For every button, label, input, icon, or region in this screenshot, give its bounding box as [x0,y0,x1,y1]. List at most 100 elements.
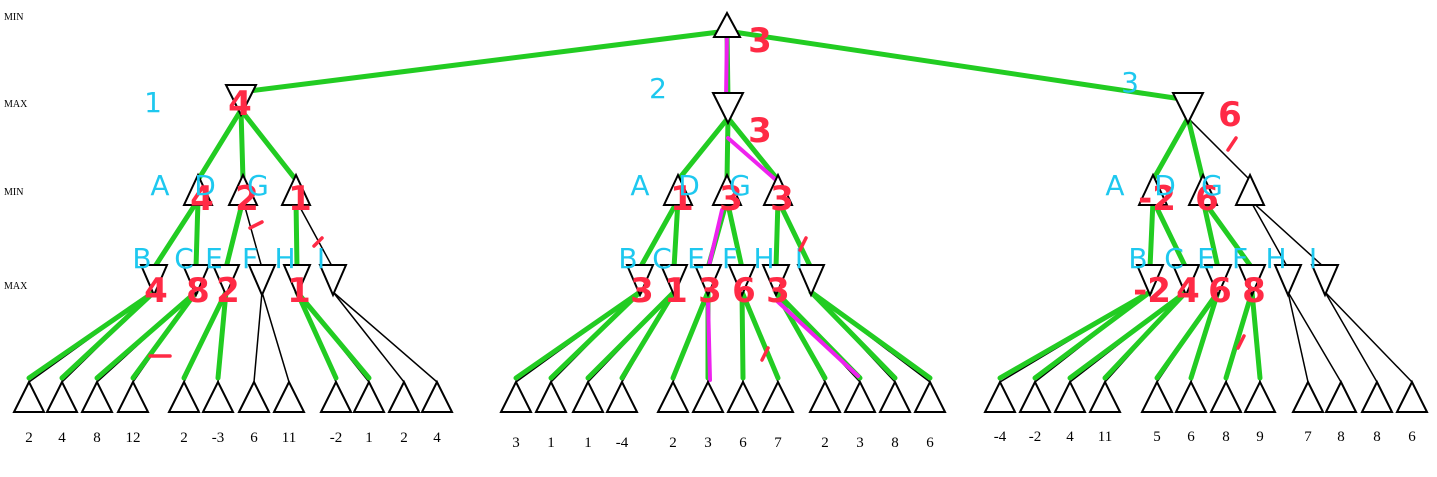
max-node-letter: I [1309,242,1317,275]
edge-visited [1185,115,1206,183]
min-node-letter: G [1201,169,1223,202]
max-node-value: 3 [766,271,790,311]
min-node-letter: G [247,169,269,202]
max-node-letter: E [1197,242,1215,275]
max-node [282,264,312,298]
leaf-node [726,379,760,413]
max-node [1203,264,1233,298]
min-node-letter: A [150,169,169,202]
edge-visited [513,289,643,381]
min-node [1234,172,1266,206]
leaf-node [272,379,306,413]
leaf-value: 3 [856,435,864,451]
edge-max-to-leaf [1287,291,1342,383]
min-node-value: 4 [190,179,214,219]
leaf-value: 6 [250,430,258,446]
edge-visited [294,289,339,381]
leaf-value: 3 [704,435,712,451]
max-node-letter: H [1265,242,1286,275]
edge-visited [619,289,677,381]
leaf-node [843,379,877,413]
leaf-value: 9 [1256,429,1264,445]
edge-visited [808,289,933,381]
max-node [224,84,258,118]
prune-mark [248,220,264,230]
edge-visited [1188,289,1221,381]
edge-min-to-max [1249,199,1326,269]
min-node-value: -2 [1138,179,1176,219]
leaf-value: 8 [891,435,899,451]
level-label-max-2: MAX [4,281,28,292]
leaf-value: 1 [365,430,373,446]
prune-mark [760,346,770,362]
max-node [761,264,791,298]
edge-visited [637,197,681,271]
subtree-number: 1 [144,86,162,119]
prune-mark [312,236,324,248]
min-node-value: 1 [670,179,694,219]
max-node-value: 4 [228,84,252,124]
edge-visited [1102,289,1189,381]
edge-max-to-leaf [332,291,405,383]
leaf-node [1174,379,1208,413]
min-node-letter: D [678,169,700,202]
leaf-node [237,379,271,413]
edge-visited [739,289,746,381]
leaf-value: 12 [126,430,141,446]
edge-visited [94,289,199,381]
max-node-letter: E [687,242,705,275]
max-node [181,264,211,298]
max-node-letter: C [1164,242,1184,275]
min-node-value: 2 [235,179,259,219]
level-label-max-1: MAX [4,99,28,110]
leaf-value: 8 [1337,429,1345,445]
leaf-node [691,379,725,413]
leaf-value: -3 [212,430,225,446]
edge-visited [59,289,157,381]
leaf-value: 4 [58,430,66,446]
edge-visited [238,28,730,95]
max-node-value: 4 [1176,271,1200,311]
max-node-value: 1 [287,271,311,311]
edge-max-to-min [1187,117,1251,181]
leaf-node [1018,379,1052,413]
min-node-letter: A [630,169,649,202]
min-node-value: 6 [1195,179,1219,219]
min-node-letter: A [1105,169,1124,202]
leaf-value: 7 [1304,429,1312,445]
leaf-node [1140,379,1174,413]
prune-mark [798,236,808,252]
leaf-node [12,379,46,413]
edge-visited [294,289,372,381]
max-node [1237,264,1267,298]
edge-max-to-leaf [1324,291,1413,383]
min-node [227,172,259,206]
edge-visited [26,289,157,381]
leaf-value: -2 [330,430,343,446]
leaf-node [1395,379,1429,413]
prune-mark [1226,136,1238,152]
edge-visited [293,197,300,271]
leaf-value: 6 [926,435,934,451]
leaf-node [983,379,1017,413]
max-node [1310,264,1340,298]
min-node-value: 1 [288,179,312,219]
edge-visited [808,289,898,381]
min-node [662,172,694,206]
max-node [1135,264,1165,298]
leaf-value: 2 [669,435,677,451]
leaf-value: 4 [433,430,441,446]
edge-min-to-max [295,199,334,269]
edge-visited [739,289,781,381]
max-node-letter: H [753,242,774,275]
edge-principal-path [724,26,729,102]
leaf-value: 11 [1098,429,1112,445]
leaf-value: 11 [282,430,296,446]
edge-visited [585,289,677,381]
min-node-letter: G [729,169,751,202]
leaf-node [116,379,150,413]
leaf-node [201,379,235,413]
leaf-node [808,379,842,413]
edge-visited [675,115,731,183]
